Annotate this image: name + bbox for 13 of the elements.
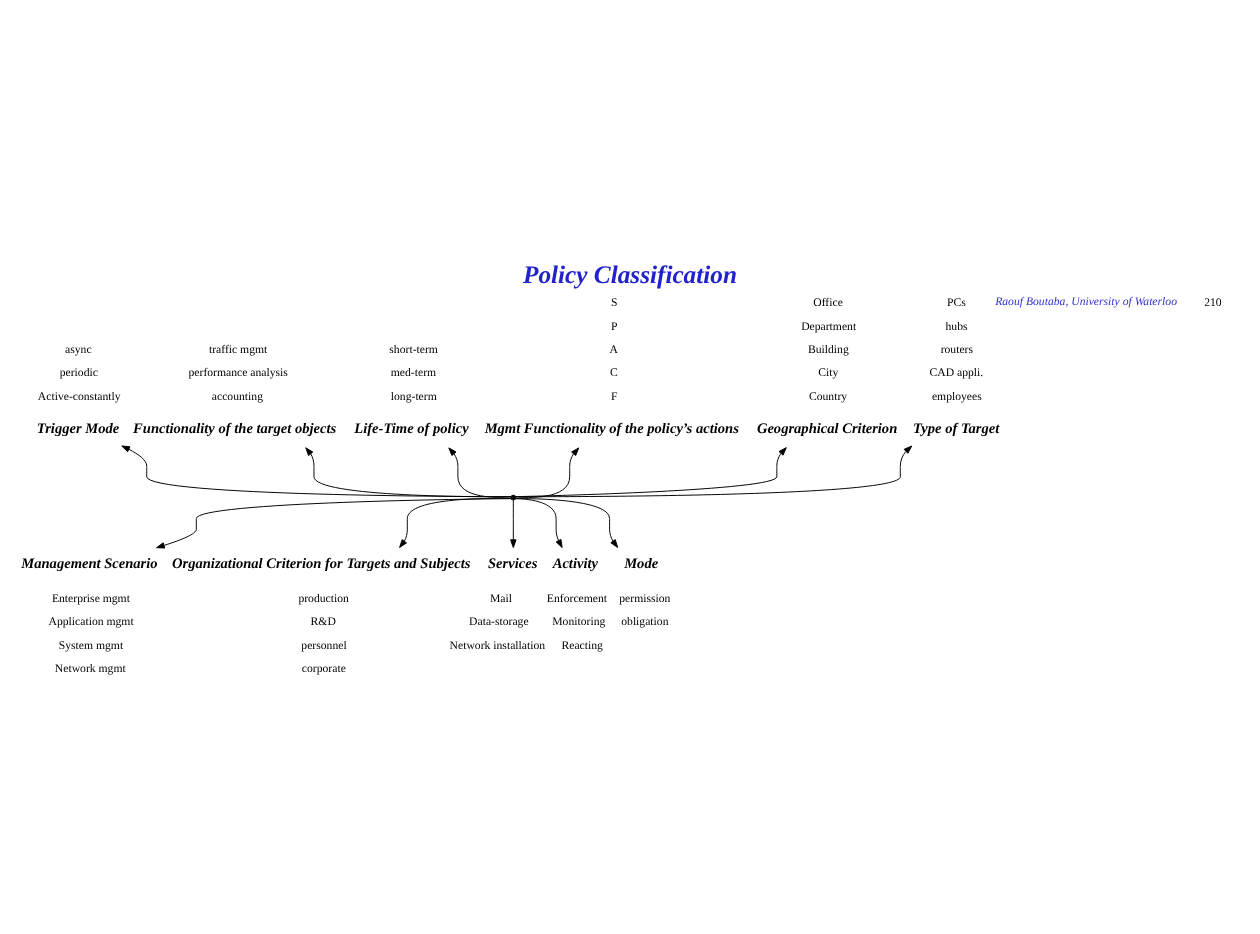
arrow (515, 497, 619, 547)
arrow (121, 444, 512, 497)
arrow (510, 499, 517, 548)
arrow (156, 497, 512, 548)
node-point (510, 493, 517, 500)
arrow (305, 446, 512, 497)
arrow (515, 444, 913, 497)
arrow (515, 446, 787, 497)
arrow (515, 446, 580, 497)
arrow (399, 496, 512, 547)
arrow (448, 446, 512, 497)
arrow (515, 497, 563, 548)
diagram-title: Policy Classification (523, 260, 737, 289)
